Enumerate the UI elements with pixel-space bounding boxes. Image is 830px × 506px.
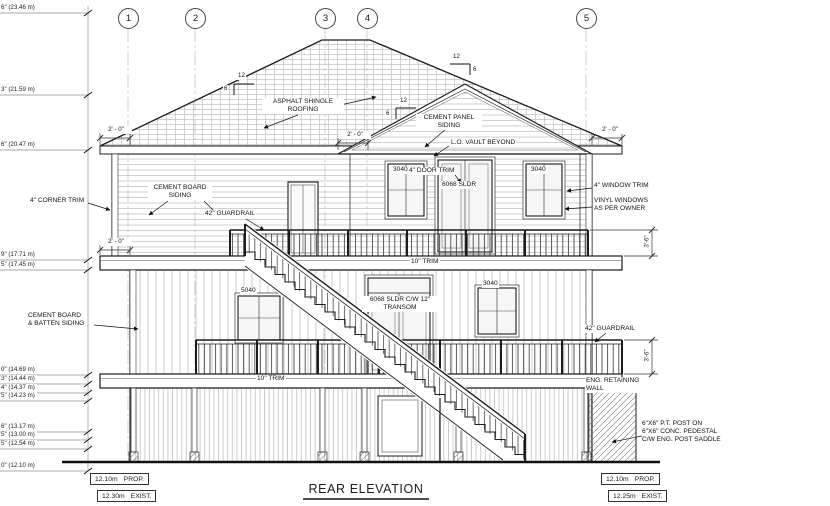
footer-tag: EXIST. bbox=[641, 492, 663, 500]
slope-rise-label: 6 bbox=[385, 110, 391, 118]
grid-bubble-1: 1 bbox=[118, 8, 139, 29]
annotation-guardrail-lower: 42" GUARDRAIL bbox=[584, 325, 636, 334]
window-5040-mid bbox=[234, 292, 284, 344]
window-label-3040-mid: 3040 bbox=[482, 280, 499, 289]
annotation-cement-panel-siding: CEMENT PANEL SIDING bbox=[416, 114, 482, 131]
stair-steps bbox=[245, 251, 526, 462]
elevation-marker: 6" (13.17 m) bbox=[1, 423, 37, 430]
elevation-marker: 9" (17.71 m) bbox=[1, 251, 37, 258]
dimension-marks bbox=[96, 133, 658, 378]
annotation-cement-board-siding: CEMENT BOARD SIDING bbox=[148, 184, 212, 201]
elevation-marker: 5" (14.23 m) bbox=[1, 392, 37, 399]
datum-lines bbox=[0, 6, 93, 475]
window-label-6068-sldr-upper: 6068 SLDR bbox=[441, 181, 478, 190]
footer-box-exist-right: 12.25m EXIST. bbox=[608, 490, 668, 502]
footer-box-prop-right: 12.10m PROP. bbox=[601, 473, 660, 485]
elevation-marker: 4" (14.37 m) bbox=[1, 384, 37, 391]
window-label-3040-upper-left: 3040 bbox=[392, 166, 409, 175]
annotation-trim-upper: 10" TRIM bbox=[410, 258, 440, 267]
footer-tag: PROP. bbox=[123, 475, 144, 483]
dim-label-gable-overhang: 2' - 0" bbox=[339, 131, 371, 139]
stair bbox=[244, 222, 526, 462]
grid-bubble-3: 3 bbox=[315, 8, 336, 29]
slope-rise-label: 6 bbox=[472, 66, 478, 74]
annotation-guardrail-upper: 42" GUARDRAIL bbox=[204, 210, 256, 219]
upper-deck-band bbox=[99, 255, 623, 271]
footer-tag: EXIST. bbox=[130, 492, 152, 500]
footer-value: 12.30m bbox=[102, 492, 125, 500]
window-label-6068-transom-mid: 6068 SLDR C/W 12" TRANSOM bbox=[362, 296, 438, 313]
footer-tag: PROP. bbox=[634, 475, 655, 483]
annotation-post-note: 6"X6" P.T. POST ON 6"X6" CONC. PEDESTAL … bbox=[642, 420, 721, 444]
footer-box-prop-left: 12.10m PROP. bbox=[90, 473, 149, 485]
lower-deck-band bbox=[99, 373, 623, 389]
grid-bubble-2: 2 bbox=[185, 8, 206, 29]
window-label-5040-mid: 5040 bbox=[240, 287, 257, 296]
grid-bubble-4: 4 bbox=[357, 8, 378, 29]
slope-rise-label: 6 bbox=[223, 85, 229, 93]
dim-label-rail-height-lower: 3'-6" bbox=[643, 349, 651, 362]
annotation-vinyl-windows: VINYL WINDOWS AS PER OWNER bbox=[594, 197, 648, 213]
elevation-marker: 6" (23.46 m) bbox=[1, 4, 37, 11]
annotation-board-batten-siding: CEMENT BOARD & BATTEN SIDING bbox=[28, 312, 85, 328]
elevation-marker: 3" (21.59 m) bbox=[1, 86, 37, 93]
elevation-marker: 5" (17.45 m) bbox=[1, 261, 37, 268]
annotation-door-trim: 4" DOOR TRIM bbox=[408, 167, 456, 176]
window-label-3040-upper-right: 3040 bbox=[530, 166, 547, 175]
annotation-trim-lower: 10" TRIM bbox=[256, 375, 286, 384]
elevation-marker: 5" (12.54 m) bbox=[1, 440, 37, 447]
slope-run-label: 12 bbox=[452, 53, 461, 61]
annotation-retaining-wall: ENG. RETAINING WALL bbox=[585, 377, 641, 394]
upper-deck-guardrail bbox=[229, 229, 589, 256]
annotation-window-trim: 4" WINDOW TRIM bbox=[594, 182, 649, 189]
elevation-marker: 5" (13.00 m) bbox=[1, 431, 37, 438]
footer-box-exist-left: 12.30m EXIST. bbox=[97, 490, 157, 502]
grid-bubble-5: 5 bbox=[576, 8, 597, 29]
annotation-corner-trim: 4" CORNER TRIM bbox=[30, 197, 85, 204]
elevation-marker: 3" (14.44 m) bbox=[1, 375, 37, 382]
elevation-marker: 0" (14.69 m) bbox=[1, 366, 37, 373]
window-3040-mid bbox=[474, 284, 520, 338]
footer-value: 12.25m bbox=[613, 492, 636, 500]
annotation-lo-vault-beyond: L.O. VAULT BEYOND bbox=[450, 139, 517, 148]
footer-value: 12.10m bbox=[95, 475, 118, 483]
footer-value: 12.10m bbox=[606, 475, 629, 483]
elevation-marker: 0" (12.10 m) bbox=[1, 462, 37, 469]
retaining-wall-hatch bbox=[587, 391, 637, 463]
dim-label-roof-overhang-left: 2' - 0" bbox=[100, 126, 132, 134]
annotation-asphalt-shingle-roofing: ASPHALT SHINGLE ROOFING bbox=[262, 98, 344, 115]
slope-run-label: 12 bbox=[399, 97, 408, 105]
ground-door bbox=[377, 395, 423, 457]
dim-label-roof-overhang-right: 2' - 0" bbox=[594, 126, 626, 134]
slope-symbols bbox=[233, 63, 471, 119]
dim-label-rail-height-upper: 3'-6" bbox=[643, 235, 651, 248]
dim-label-deck-overhang-left: 2' - 0" bbox=[100, 238, 132, 246]
page-title: REAR ELEVATION bbox=[308, 482, 424, 496]
slope-run-label: 12 bbox=[237, 72, 246, 80]
elevation-marker: 6" (20.47 m) bbox=[1, 141, 37, 148]
